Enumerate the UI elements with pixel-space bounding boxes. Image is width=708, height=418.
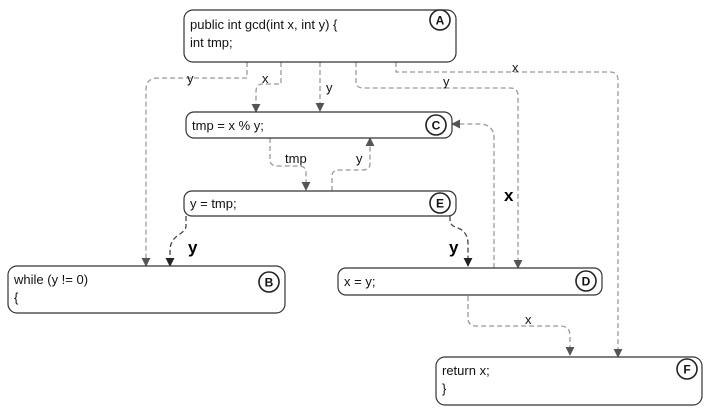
node-d: x = y; D	[337, 267, 603, 296]
node-b-badge	[258, 271, 280, 293]
node-f-box	[435, 356, 703, 406]
node-f-line-2: }	[442, 381, 447, 396]
node-c: tmp = x % y; C	[185, 111, 453, 139]
node-a-line-2: int tmp;	[190, 35, 233, 50]
edge-label-a-c-x: x	[262, 71, 269, 86]
edge-d-c	[451, 119, 495, 268]
node-e-badge-label: E	[436, 197, 444, 211]
node-a-box	[183, 9, 457, 63]
node-a-badge	[429, 9, 451, 31]
edge-label-e-c: y	[356, 151, 363, 166]
edge-label-a-b: y	[187, 71, 194, 86]
edge-labels: y x y y x tmp y y y x x	[187, 60, 532, 327]
node-b-line-2: {	[14, 290, 19, 305]
edge-label-d-f: x	[525, 312, 532, 327]
edge-e-c	[331, 137, 375, 191]
node-d-badge-label: D	[582, 275, 591, 289]
node-c-line-1: tmp = x % y;	[192, 118, 264, 133]
edge-label-c-d: x	[504, 186, 514, 205]
edge-d-f	[467, 296, 575, 356]
node-b-badge-label: B	[265, 276, 274, 290]
node-f-badge-label: F	[683, 363, 690, 377]
node-d-box	[337, 267, 603, 296]
node-e-line-1: y = tmp;	[190, 196, 237, 211]
node-d-badge	[575, 270, 597, 292]
edge-a-b	[141, 62, 248, 267]
node-a: public int gcd(int x, int y) { int tmp; …	[183, 9, 457, 63]
node-b-box	[7, 265, 286, 314]
edge-e-d	[449, 216, 473, 267]
node-f-line-1: return x;	[442, 363, 490, 378]
edge-e-b	[165, 216, 187, 267]
node-e-box	[183, 190, 457, 217]
edge-a-c-x	[251, 62, 282, 113]
edge-a-f	[395, 62, 623, 358]
edge-a-d	[355, 62, 523, 269]
node-c-badge-label: C	[432, 119, 441, 133]
edge-c-e	[269, 138, 311, 191]
node-f: return x; } F	[435, 356, 703, 406]
node-b: while (y != 0) { B	[7, 265, 286, 314]
node-c-box	[185, 111, 453, 139]
edge-label-a-f: x	[512, 60, 519, 75]
node-d-line-1: x = y;	[344, 274, 375, 289]
node-b-line-1: while (y != 0)	[13, 272, 88, 287]
node-c-badge	[425, 114, 447, 136]
edges	[141, 62, 623, 358]
node-a-badge-label: A	[436, 14, 445, 28]
edge-label-c-e: tmp	[285, 151, 307, 166]
edge-label-e-d: y	[449, 238, 459, 257]
edge-label-a-c-y: y	[326, 80, 333, 95]
node-a-line-1: public int gcd(int x, int y) {	[190, 17, 338, 32]
node-f-badge	[676, 358, 698, 380]
edge-label-e-b: y	[188, 238, 198, 257]
node-e: y = tmp; E	[183, 190, 457, 217]
node-e-badge	[429, 192, 451, 214]
edge-label-a-d: y	[443, 74, 450, 89]
